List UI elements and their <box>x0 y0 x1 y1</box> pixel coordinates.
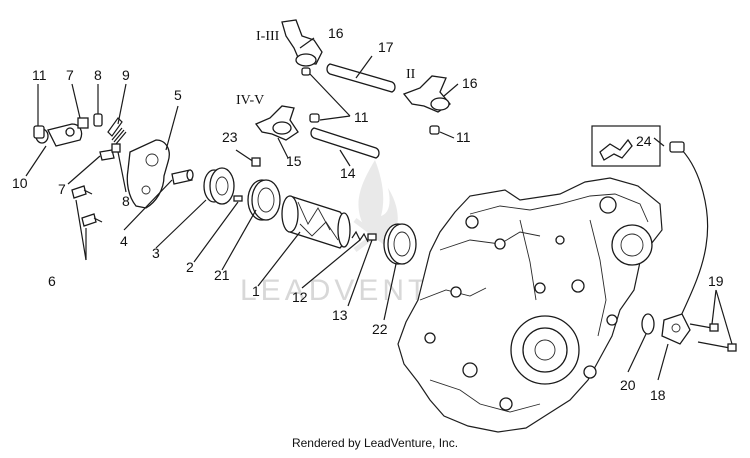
part-15-fork-iv-v <box>254 105 299 141</box>
callout-5: 5 <box>174 87 182 103</box>
leader-lines <box>25 37 733 381</box>
part-2-pin <box>233 195 243 202</box>
callout-20: 20 <box>620 377 636 393</box>
part-11-nut-left <box>33 125 45 139</box>
part-9-spring <box>107 117 127 145</box>
callout-23: 23 <box>222 129 238 145</box>
callout-3: 3 <box>152 245 160 261</box>
callout-11-right: 11 <box>456 129 471 145</box>
part-17-rod-upper <box>326 63 396 93</box>
callout-16-right: 16 <box>462 75 478 91</box>
exploded-view-drawing: LEADVENTURE <box>12 19 737 433</box>
part-4-shaft <box>171 169 194 185</box>
callout-13: 13 <box>332 307 348 323</box>
part-3-star-wheel <box>203 167 235 205</box>
callout-11-mid: 11 <box>354 109 369 125</box>
gear-label-ii: II <box>406 67 416 82</box>
part-16-fork-i-iii <box>281 19 323 67</box>
footer-credit: Rendered by LeadVenture, Inc. <box>291 436 459 450</box>
part-7-pin <box>99 149 115 161</box>
part-14-rod-lower <box>310 127 380 159</box>
part-20-o-ring <box>641 313 655 335</box>
callout-15: 15 <box>286 153 302 169</box>
callout-18: 18 <box>650 387 666 403</box>
callout-16-left: 16 <box>328 25 344 41</box>
crankcase-housing <box>397 177 663 433</box>
callout-2: 2 <box>186 259 194 275</box>
callout-17: 17 <box>378 39 394 55</box>
part-24-inset <box>591 125 661 167</box>
part-8-bush-top <box>93 113 103 127</box>
part-8-spacer <box>111 143 121 153</box>
callout-22: 22 <box>372 321 388 337</box>
callout-6: 6 <box>48 273 56 289</box>
callout-19: 19 <box>708 273 724 289</box>
callout-7-lower: 7 <box>58 181 66 197</box>
callout-labels: 11 7 8 9 10 7 8 5 4 3 2 21 1 12 13 22 6 … <box>12 25 724 403</box>
callout-11: 11 <box>32 67 47 83</box>
callout-12: 12 <box>292 289 308 305</box>
callout-21: 21 <box>214 267 230 283</box>
part-23-bolt <box>235 149 261 167</box>
part-11-nuts-forks <box>301 67 440 135</box>
callout-10: 10 <box>12 175 28 191</box>
callout-8-lower: 8 <box>122 193 130 209</box>
part-19-bolts <box>689 323 737 352</box>
callout-8: 8 <box>94 67 102 83</box>
part-5-selector-plate <box>126 139 170 209</box>
part-21-bearing <box>247 179 281 221</box>
part-6-screws <box>71 185 103 227</box>
callout-9: 9 <box>122 67 130 83</box>
part-18-sensor <box>661 141 709 345</box>
callout-24: 24 <box>636 133 652 149</box>
part-22-bearing <box>383 223 417 265</box>
gear-label-iv-v: IV-V <box>236 93 264 108</box>
part-1-shift-drum <box>281 195 351 249</box>
part-13-pin <box>367 233 377 241</box>
gear-labels: I-III IV-V II <box>236 29 416 108</box>
callout-7: 7 <box>66 67 74 83</box>
callout-14: 14 <box>340 165 356 181</box>
callout-4: 4 <box>120 233 128 249</box>
callout-1: 1 <box>252 283 260 299</box>
gear-label-i-iii: I-III <box>256 29 280 44</box>
part-7-washer <box>77 117 89 129</box>
part-16-fork-ii <box>402 75 451 113</box>
